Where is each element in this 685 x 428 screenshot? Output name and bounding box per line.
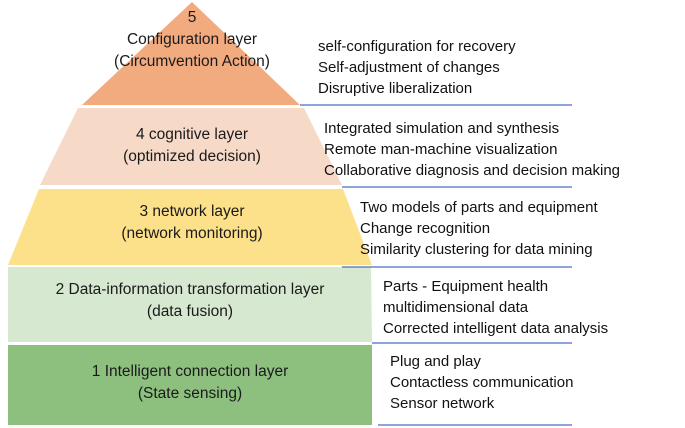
layer-5-desc-1: self-configuration for recovery bbox=[318, 38, 516, 55]
layer-5-subtitle: (Circumvention Action) bbox=[114, 53, 270, 70]
layer-3-descriptions: Two models of parts and equipment Change… bbox=[360, 197, 598, 260]
layer-2-desc-1: Parts - Equipment health bbox=[383, 278, 549, 295]
layer-5-label: 5 Configuration layer (Circumvention Act… bbox=[92, 7, 292, 73]
layer-5-descriptions: self-configuration for recovery Self-adj… bbox=[318, 36, 516, 99]
layer-2-desc-2: multidimensional data bbox=[383, 299, 529, 316]
layer-4-descriptions: Integrated simulation and synthesis Remo… bbox=[324, 118, 620, 181]
layer-4-desc-1: Integrated simulation and synthesis bbox=[324, 120, 560, 137]
layer-4-shape bbox=[40, 108, 342, 185]
layer-1-desc-2: Contactless communication bbox=[390, 374, 574, 391]
layer-5-number: 5 bbox=[187, 9, 197, 26]
layer-5-title: Configuration layer bbox=[126, 31, 258, 48]
layer-1-shape bbox=[8, 345, 372, 425]
layer-4-desc-3: Collaborative diagnosis and decision mak… bbox=[324, 162, 621, 179]
layer-4-label: 4 cognitive layer (optimized decision) bbox=[92, 124, 292, 168]
layer-4-title: 4 cognitive layer bbox=[135, 126, 248, 143]
layer-3-shape bbox=[8, 189, 372, 265]
layer-2-descriptions: Parts - Equipment health multidimensiona… bbox=[383, 276, 608, 339]
layer-2-label: 2 Data-information transformation layer … bbox=[8, 279, 372, 323]
layer-1-title: 1 Intelligent connection layer bbox=[91, 363, 289, 380]
layer-3-desc-2: Change recognition bbox=[360, 220, 491, 237]
layer-5-desc-2: Self-adjustment of changes bbox=[318, 59, 500, 76]
layer-3-desc-1: Two models of parts and equipment bbox=[360, 199, 598, 216]
layer-2-shape bbox=[8, 267, 372, 342]
layer-1-desc-3: Sensor network bbox=[390, 395, 495, 412]
layer-1-subtitle: (State sensing) bbox=[137, 385, 243, 402]
layer-3-subtitle: (network monitoring) bbox=[121, 225, 263, 242]
layer-2-subtitle: (data fusion) bbox=[146, 303, 234, 320]
layer-5-shape bbox=[82, 2, 300, 105]
layer-3-label: 3 network layer (network monitoring) bbox=[92, 201, 292, 245]
layer-2-title: 2 Data-information transformation layer bbox=[55, 281, 325, 298]
layer-2-desc-3: Corrected intelligent data analysis bbox=[383, 320, 609, 337]
layer-4-desc-2: Remote man-machine visualization bbox=[324, 141, 558, 158]
layer-3-desc-3: Similarity clustering for data mining bbox=[360, 241, 593, 258]
layer-1-descriptions: Plug and play Contactless communication … bbox=[390, 351, 573, 414]
layer-4-subtitle: (optimized decision) bbox=[123, 148, 261, 165]
layer-1-label: 1 Intelligent connection layer (State se… bbox=[8, 361, 372, 405]
layer-1-desc-1: Plug and play bbox=[390, 353, 481, 370]
layer-5-desc-3: Disruptive liberalization bbox=[318, 80, 473, 97]
layer-3-title: 3 network layer bbox=[139, 203, 245, 220]
